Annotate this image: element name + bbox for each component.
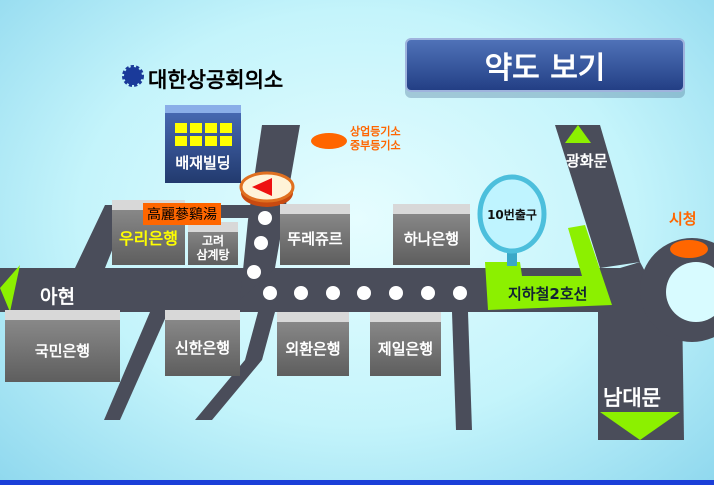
registry-line1: 상업등기소 [350, 125, 401, 138]
arrow-ahyeon-icon [0, 265, 20, 312]
hana-label: 하나은행 [403, 230, 460, 248]
ahyeon-label: 아현 [40, 286, 75, 308]
registry-line2: 중부등기소 [350, 139, 401, 152]
city-hall-label: 시청 [669, 210, 697, 228]
tous-label: 뚜레쥬르 [287, 230, 343, 248]
roundabout-center [666, 262, 714, 322]
arrow-namdaemun-icon [600, 412, 680, 440]
building-shinhan: 신한은행 [165, 310, 240, 376]
subway-line-highlight [485, 225, 612, 310]
registry-label: 상업등기소 중부등기소 [350, 125, 401, 153]
exit-sign [477, 174, 547, 254]
destination-arrow-icon [252, 178, 272, 196]
building-windows [174, 123, 232, 146]
road-sw2 [195, 312, 275, 420]
building-jeil: 제일은행 [370, 312, 441, 376]
road-namdaemun [598, 300, 684, 440]
road-sw1 [104, 312, 168, 420]
exit-label: 10번출구 [487, 207, 537, 222]
building-korea-exchange: 외환은행 [277, 312, 349, 376]
samgyetang-line2: 삼계탕 [196, 247, 230, 262]
kookmin-label: 국민은행 [34, 341, 91, 360]
organization-name: 대한상공회의소 [148, 68, 284, 92]
building-tous: 뚜레쥬르 [280, 204, 350, 265]
registry-marker-icon [311, 133, 347, 149]
jeil-label: 제일은행 [377, 339, 434, 358]
walking-path-dots [247, 211, 467, 300]
city-hall-marker-icon [670, 240, 708, 258]
bottom-bar [0, 480, 714, 485]
woori-label: 우리은행 [119, 228, 178, 248]
road-south [452, 312, 472, 430]
shinhan-label: 신한은행 [174, 338, 231, 357]
korea-exchange-label: 외환은행 [285, 339, 341, 358]
arrow-gwanghwamun-icon [565, 125, 591, 143]
logo-gear-icon [122, 65, 144, 87]
subway-label: 지하철2호선 [508, 285, 588, 303]
building-baejae: 배재빌딩 [165, 105, 241, 183]
building-samgyetang: 고려 삼계탕 [188, 222, 238, 265]
samgyetang-line1: 고려 [201, 233, 225, 248]
restaurant-sign: 高麗蔘鷄湯 [143, 203, 221, 225]
baejae-label: 배재빌딩 [175, 154, 231, 172]
page-title: 약도 보기 [405, 38, 685, 92]
gwanghwamun-label: 광화문 [566, 152, 608, 170]
road-gwanghwamun [555, 125, 640, 268]
building-kookmin: 국민은행 [5, 310, 120, 382]
namdaemun-label: 남대문 [603, 386, 661, 410]
building-hana: 하나은행 [393, 204, 470, 265]
